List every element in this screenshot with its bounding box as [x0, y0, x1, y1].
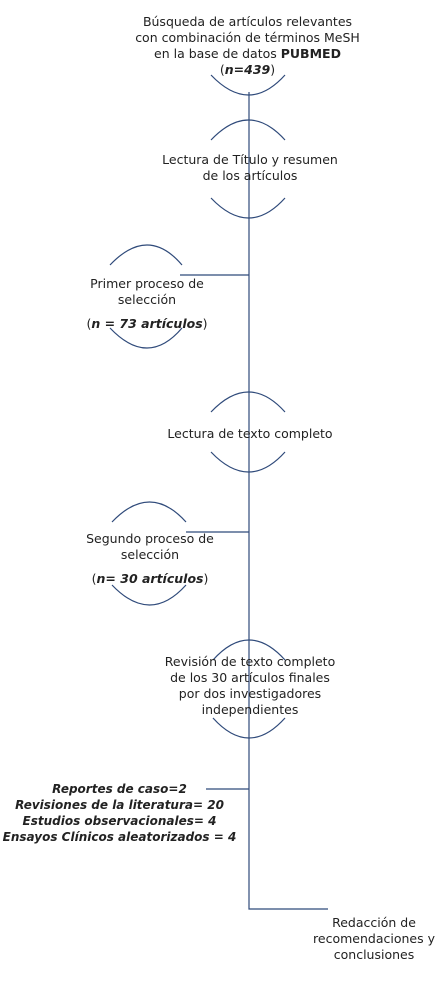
- step7-text: Redacción de recomendaciones y conclusio…: [312, 915, 436, 963]
- step3-line2: selección: [117, 292, 177, 307]
- step5-count: (n= 30 artículos): [60, 571, 240, 587]
- arc-step5-bottom: [111, 584, 187, 606]
- step3-count: (n = 73 artículos): [62, 316, 232, 332]
- step1-database-name: PUBMED: [280, 46, 341, 61]
- results-line4: Ensayos Clínicos aleatorizados = 4: [2, 830, 237, 844]
- arc-step2-top: [210, 119, 286, 141]
- step1-line3-prefix: en la base de datos: [154, 46, 281, 61]
- step6-line4: independientes: [201, 702, 299, 717]
- step1-line3: en la base de datos PUBMED: [120, 46, 375, 62]
- step6-line2: de los 30 artículos finales: [170, 670, 330, 685]
- step1-count-value: n=439: [224, 62, 271, 77]
- step6-line3: por dos investigadores: [178, 686, 322, 701]
- step2-line2: de los artículos: [202, 168, 298, 183]
- step2-text: Lectura de Título y resumen de los artíc…: [130, 152, 370, 184]
- step6-line1: Revisión de texto completo: [164, 654, 336, 669]
- results-line1: Reportes de caso=2: [52, 782, 187, 796]
- arc-step4-top: [210, 391, 286, 413]
- step6-text: Revisión de texto completo de los 30 art…: [140, 654, 360, 718]
- step1-line1: Búsqueda de artículos relevantes: [142, 14, 353, 29]
- step3-count-value: n = 73 artículos: [91, 316, 203, 331]
- step5-line1: Segundo proceso de: [86, 531, 214, 546]
- arc-step1-bottom: [210, 74, 286, 96]
- step3-line1: Primer proceso de: [90, 276, 204, 291]
- results-line3: Estudios observacionales= 4: [22, 814, 217, 828]
- step4-line1: Lectura de texto completo: [167, 426, 333, 441]
- step5-count-close: ): [203, 571, 209, 586]
- arc-step3-top: [109, 244, 183, 266]
- step1-line2: con combinación de términos MeSH: [135, 30, 360, 45]
- arc-step2-bottom: [210, 197, 286, 219]
- step1-count: (n=439): [120, 62, 375, 78]
- step3-count-open: (: [86, 316, 92, 331]
- step1-text: Búsqueda de artículos relevantes con com…: [120, 14, 375, 78]
- step4-text: Lectura de texto completo: [140, 426, 360, 442]
- step7-line3: conclusiones: [333, 947, 415, 962]
- arc-step6-top: [212, 639, 286, 661]
- step7-line2: recomendaciones y: [313, 931, 435, 946]
- results-line2: Revisiones de la literatura= 20: [15, 798, 224, 812]
- step1-count-open: (: [219, 62, 225, 77]
- step3-text: Primer proceso de selección (n = 73 artí…: [62, 276, 232, 332]
- step5-line2: selección: [120, 547, 180, 562]
- arc-step4-bottom: [210, 451, 286, 473]
- step3-count-close: ): [202, 316, 208, 331]
- step5-count-open: (: [91, 571, 97, 586]
- arc-step6-bottom: [212, 717, 286, 739]
- step5-text: Segundo proceso de selección (n= 30 artí…: [60, 531, 240, 587]
- arc-step5-top: [111, 501, 187, 523]
- step2-line1: Lectura de Título y resumen: [162, 152, 338, 167]
- main-spine-line: [248, 92, 328, 910]
- results-breakdown: Reportes de caso=2 Revisiones de la lite…: [2, 781, 237, 845]
- arc-step3-bottom: [109, 327, 183, 349]
- step7-line1: Redacción de: [332, 915, 416, 930]
- step5-count-value: n= 30 artículos: [96, 571, 204, 586]
- step1-count-close: ): [270, 62, 276, 77]
